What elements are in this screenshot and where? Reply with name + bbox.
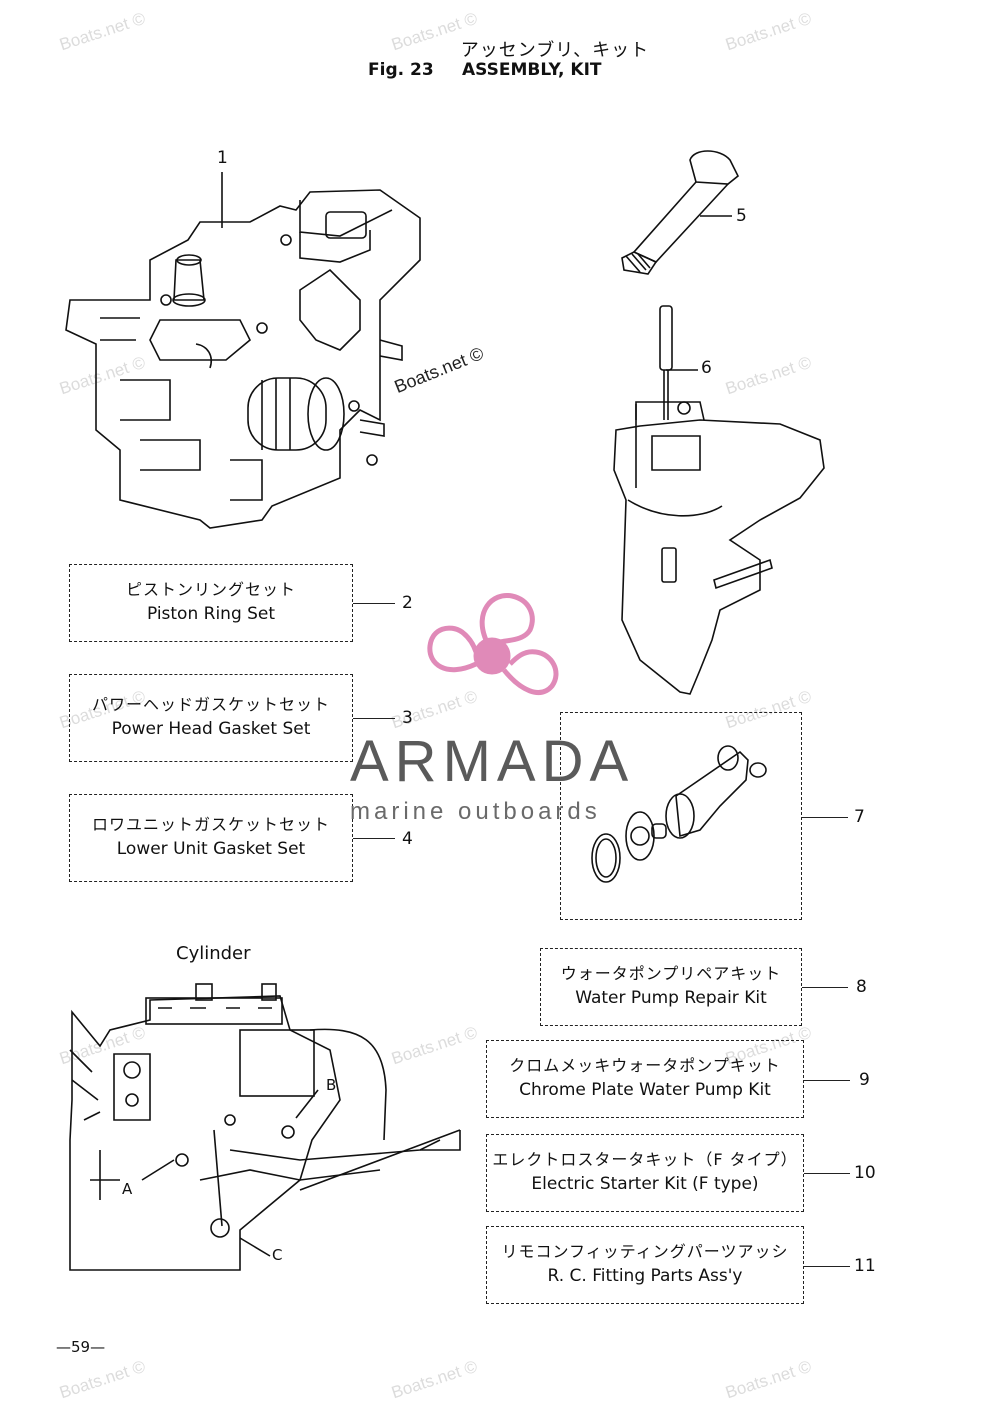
kit-label-jp: ピストンリングセット bbox=[125, 580, 296, 599]
kit-label-jp: エレクトロスタータキット（F タイプ） bbox=[492, 1150, 798, 1169]
kit-label: Lower Unit Gasket Set bbox=[116, 839, 306, 859]
armada-logo-title: ARMADA bbox=[350, 729, 635, 794]
kit-label: Water Pump Repair Kit bbox=[575, 988, 767, 1008]
kit-label: Chrome Plate Water Pump Kit bbox=[519, 1080, 771, 1100]
callout-4: 4 bbox=[402, 829, 413, 849]
callout-6: 6 bbox=[701, 358, 712, 378]
callout-2: 2 bbox=[402, 593, 413, 613]
kit-label-jp: クロムメッキウォータポンプキット bbox=[509, 1056, 781, 1075]
armada-logo-subtitle: marine outboards bbox=[350, 798, 601, 825]
kit-label: R. C. Fitting Parts Ass'y bbox=[547, 1266, 743, 1286]
kit-label-jp: リモコンフィッティングパーツアッシ bbox=[501, 1242, 789, 1261]
callout-8: 8 bbox=[856, 977, 867, 997]
power-head-drawing bbox=[65, 172, 421, 529]
page-number: —59— bbox=[56, 1338, 106, 1356]
callout-11: 11 bbox=[854, 1256, 876, 1276]
cylinder-linkage-drawing bbox=[69, 983, 461, 1271]
cylinder-caption: Cylinder bbox=[176, 943, 251, 964]
linkage-label-c: C bbox=[272, 1246, 283, 1264]
lower-unit-drawing bbox=[613, 305, 825, 695]
kit-label-jp: パワーヘッドガスケットセット bbox=[91, 695, 330, 714]
kit-box-piston-ring-set: ピストンリングセット Piston Ring Set bbox=[69, 564, 353, 642]
kit-box-power-head-gasket-set: パワーヘッドガスケットセット Power Head Gasket Set bbox=[69, 674, 353, 762]
water-pump-drawing bbox=[591, 745, 767, 883]
linkage-label-a: A bbox=[122, 1180, 133, 1198]
callout-5: 5 bbox=[736, 206, 747, 226]
kit-label: Power Head Gasket Set bbox=[111, 719, 311, 739]
water-pump-box bbox=[560, 712, 802, 920]
callout-9: 9 bbox=[859, 1070, 870, 1090]
figure-number: Fig. 23 bbox=[368, 60, 434, 80]
kit-box-lower-unit-gasket-set: ロワユニットガスケットセット Lower Unit Gasket Set bbox=[69, 794, 353, 882]
callout-10: 10 bbox=[854, 1163, 876, 1183]
figure-title: ASSEMBLY, KIT bbox=[462, 60, 602, 80]
kit-label-jp: ウォータポンプリペアキット bbox=[560, 964, 782, 983]
armada-logo-mark bbox=[427, 593, 559, 696]
kit-box-chrome-plate-water-pump-kit: クロムメッキウォータポンプキット Chrome Plate Water Pump… bbox=[486, 1040, 804, 1118]
kit-label: Electric Starter Kit (F type) bbox=[531, 1174, 759, 1194]
kit-label-jp: ロワユニットガスケットセット bbox=[91, 815, 330, 834]
kit-box-remote-control-fitting-parts: リモコンフィッティングパーツアッシ R. C. Fitting Parts As… bbox=[486, 1226, 804, 1304]
linkage-label-b: B bbox=[326, 1076, 337, 1094]
kit-box-water-pump-repair-kit: ウォータポンプリペアキット Water Pump Repair Kit bbox=[540, 948, 802, 1026]
kit-label: Piston Ring Set bbox=[146, 604, 276, 624]
callout-3: 3 bbox=[402, 708, 413, 728]
callout-1: 1 bbox=[217, 148, 228, 168]
drive-shaft-end-drawing bbox=[621, 150, 740, 275]
kit-box-electric-starter-kit: エレクトロスタータキット（F タイプ） Electric Starter Kit… bbox=[486, 1134, 804, 1212]
callout-7: 7 bbox=[854, 807, 865, 827]
figure-title-japanese: アッセンブリ、キット bbox=[460, 40, 650, 61]
